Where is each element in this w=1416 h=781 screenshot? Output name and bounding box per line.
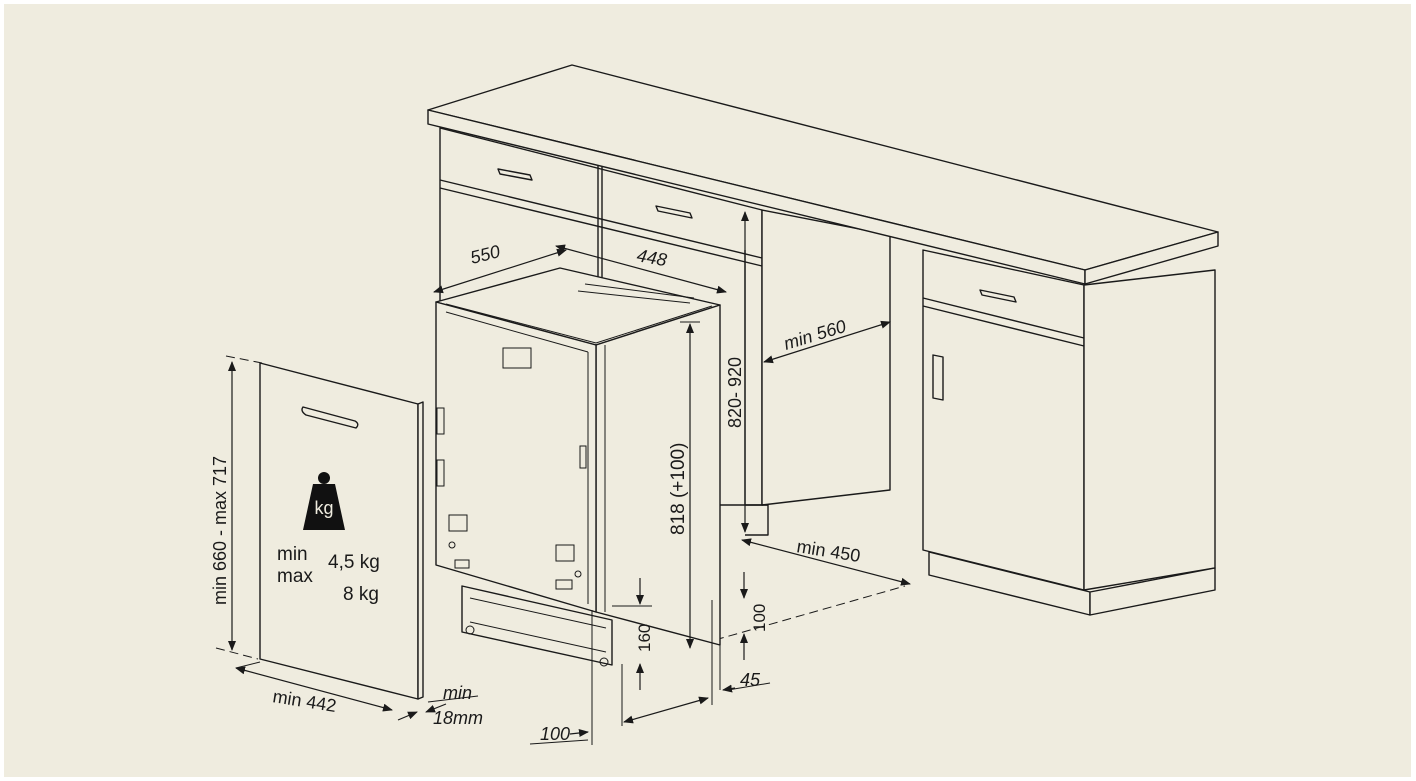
door-panel: kg min 4,5 kg max 8 kg (259, 362, 424, 700)
depth-dimension (433, 248, 567, 294)
top-bracket-icon (502, 347, 532, 369)
label-front-gap: 100 (540, 724, 570, 744)
door-handle-icon (932, 354, 944, 401)
label-appliance-height: 818 (+100) (668, 443, 689, 535)
weight-min-value: 4,5 kg (328, 552, 380, 573)
niche-width-dimension (763, 320, 891, 364)
label-toe-kick: 160 (635, 624, 654, 652)
right-cabinet-side (1083, 269, 1216, 591)
weight-max-value: 8 kg (343, 584, 379, 605)
label-cabinet-height: 820- 920 (725, 357, 745, 428)
drawer-handle-icon (979, 289, 1017, 303)
panel-handle-icon (301, 406, 359, 429)
width-dimension (555, 244, 727, 294)
label-plinth-height: 100 (750, 604, 769, 632)
label-panel-height: min 660 - max 717 (210, 456, 230, 605)
dimension-lines (215, 211, 911, 745)
label-panel-width: min 442 (271, 686, 337, 716)
floor-line (714, 585, 906, 641)
label-thickness-value: 18mm (433, 708, 483, 728)
weight-icon-label: kg (314, 498, 333, 518)
weight-icon: kg (303, 472, 345, 530)
drawer-handle-icon (497, 168, 533, 181)
niche-depth-dimension (741, 538, 911, 586)
right-cabinet-front (922, 249, 1085, 591)
dimension-labels: 550 448 820- 920 min 560 818 (+100) min … (210, 241, 862, 744)
weight-max-label: max (277, 566, 313, 587)
weight-min-label: min (277, 544, 308, 565)
diagram-frame: kg min 4,5 kg max 8 kg (4, 4, 1411, 777)
installation-diagram: kg min 4,5 kg max 8 kg (210, 64, 1219, 745)
panel-front (259, 362, 419, 700)
panel-width-dimension (235, 666, 393, 712)
drawer-handle-icon (655, 205, 693, 219)
niche-side-panel (761, 209, 891, 506)
label-niche-depth: min 450 (795, 536, 861, 566)
dishwasher-side (595, 304, 721, 646)
bottom-depth-dimension (623, 696, 709, 724)
worktop-side-edge (1084, 231, 1219, 285)
dishwasher-front (435, 301, 597, 613)
label-plinth-depth: 45 (740, 670, 761, 690)
label-thickness-min: min (443, 683, 472, 703)
